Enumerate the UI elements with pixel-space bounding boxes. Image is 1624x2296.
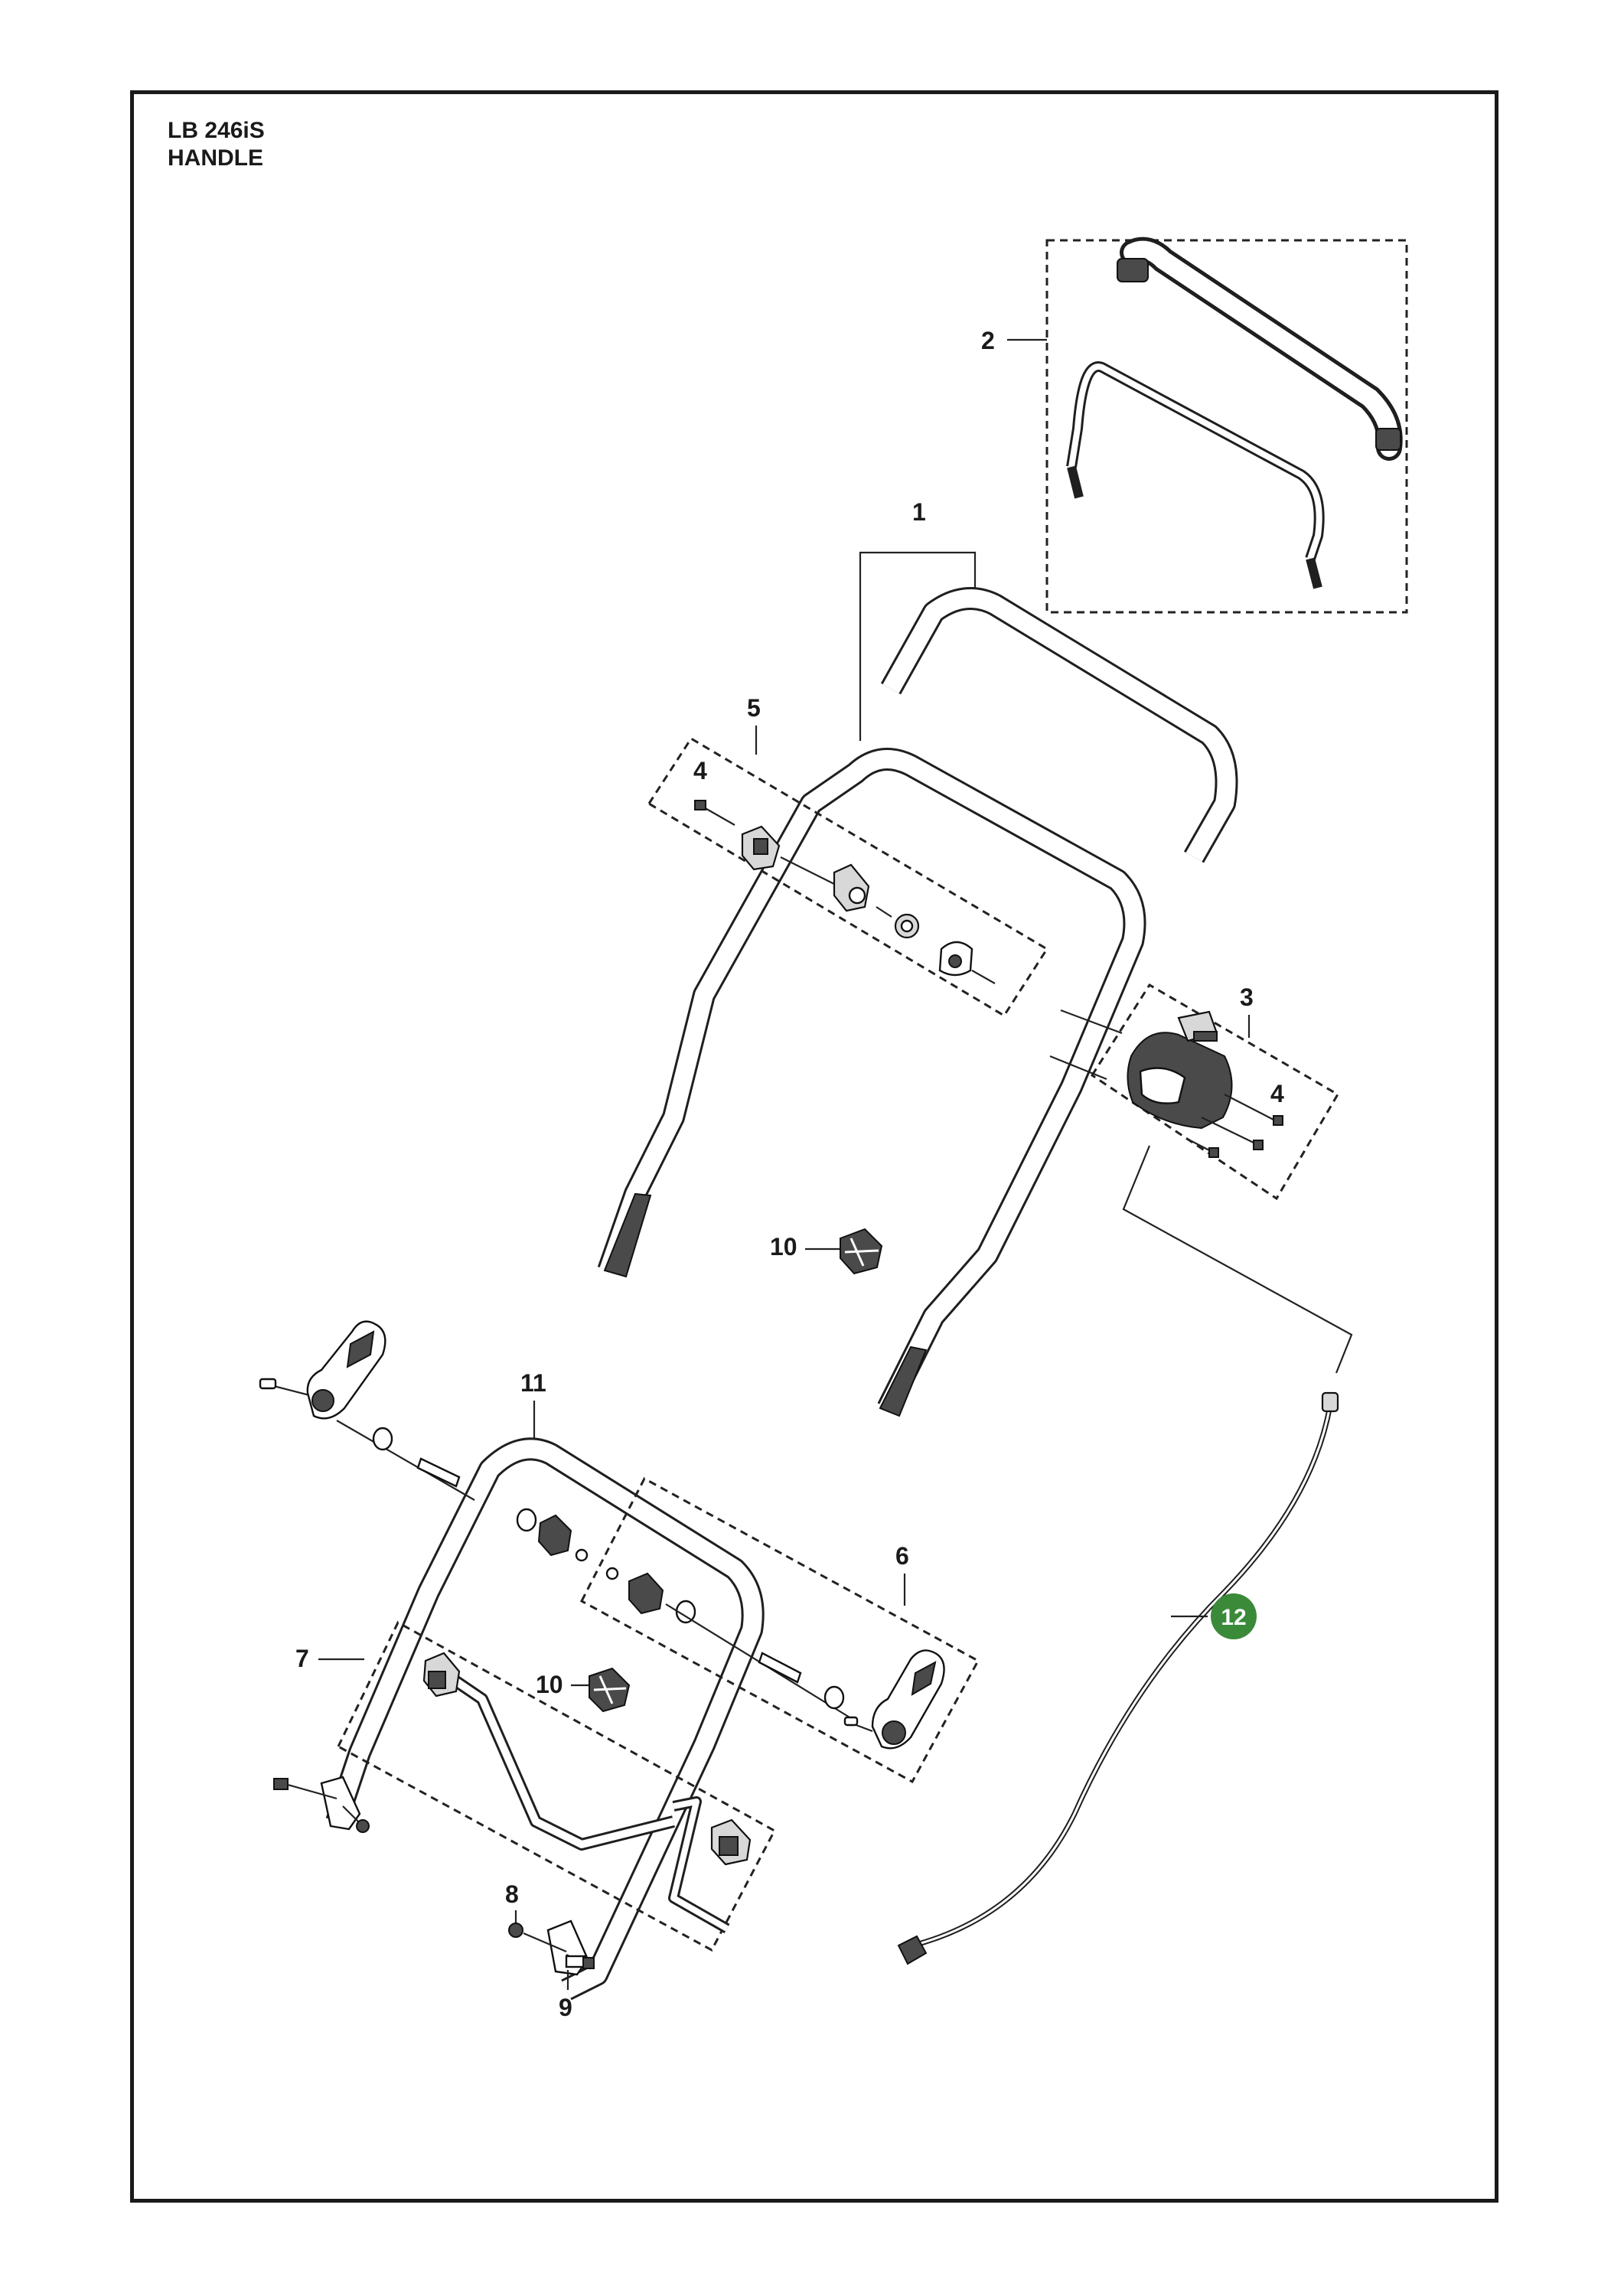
clamp-cap bbox=[938, 941, 996, 984]
group-box-6 bbox=[579, 1476, 980, 1784]
clamp-block bbox=[741, 825, 781, 871]
callout-11: 11 bbox=[520, 1369, 546, 1397]
quick-release-lever-left bbox=[259, 1320, 386, 1420]
group-box-2 bbox=[1045, 239, 1408, 614]
callout-5: 5 bbox=[747, 694, 761, 722]
control-bolt-line-b bbox=[1049, 1055, 1107, 1081]
callout-6: 6 bbox=[895, 1542, 909, 1570]
bolt-right bbox=[758, 1652, 802, 1684]
top-grip-cover bbox=[1117, 236, 1403, 461]
section-title: HANDLE bbox=[168, 145, 263, 171]
callout-12: 12 bbox=[1221, 1605, 1246, 1630]
callout-12-badge: 12 bbox=[1211, 1593, 1257, 1639]
upper-handle-tube bbox=[880, 587, 1238, 863]
callout-2: 2 bbox=[981, 327, 995, 354]
washer-left bbox=[372, 1427, 393, 1451]
callout-10-lower: 10 bbox=[536, 1671, 563, 1698]
bracket-clip-right bbox=[710, 1818, 752, 1866]
leader-1 bbox=[859, 551, 977, 741]
quick-release-lever-right bbox=[843, 1649, 945, 1750]
control-box-housing bbox=[1127, 1010, 1233, 1130]
clamp-knob bbox=[833, 863, 870, 912]
lower-bracket-bar bbox=[440, 1668, 730, 1934]
callout-10-upper: 10 bbox=[770, 1233, 797, 1261]
lever-axis-left bbox=[336, 1420, 475, 1501]
lower-handle-frame bbox=[320, 1437, 765, 2001]
clamp-nut bbox=[876, 906, 920, 939]
callout-4-upper: 4 bbox=[693, 757, 707, 784]
clamp-screw bbox=[694, 800, 735, 826]
control-bolt-line-a bbox=[1060, 1009, 1123, 1035]
cable-clip-lower bbox=[589, 1667, 631, 1713]
highlight-badge bbox=[1211, 1593, 1257, 1639]
leader-3-to-cable bbox=[1122, 1145, 1353, 1374]
bracket-clip-left bbox=[422, 1652, 461, 1698]
knob-left bbox=[516, 1508, 589, 1562]
callout-9: 9 bbox=[559, 1994, 572, 2021]
clamp-axis bbox=[780, 856, 843, 889]
mounting-bolt-left bbox=[273, 1778, 370, 1833]
knob-right bbox=[605, 1567, 696, 1624]
cable-clip-upper bbox=[840, 1228, 883, 1275]
callout-3: 3 bbox=[1240, 983, 1254, 1011]
callout-1: 1 bbox=[912, 498, 926, 526]
group-box-5 bbox=[647, 736, 1049, 1018]
nut-8 bbox=[508, 1923, 567, 1953]
callout-4-right: 4 bbox=[1270, 1080, 1284, 1107]
cable-harness bbox=[897, 1391, 1339, 1965]
model-title: LB 246iS bbox=[168, 118, 265, 143]
drawing-frame: LB 246iS HANDLE bbox=[130, 90, 1498, 2203]
washer-right bbox=[823, 1685, 845, 1710]
group-box-3 bbox=[1090, 983, 1340, 1201]
bolt-9 bbox=[565, 1954, 595, 1969]
group-box-7 bbox=[337, 1620, 777, 1952]
control-screws bbox=[1189, 1094, 1283, 1158]
callout-7: 7 bbox=[295, 1645, 309, 1672]
bolt-left bbox=[416, 1457, 461, 1488]
callout-8: 8 bbox=[505, 1880, 519, 1908]
middle-handle-frame bbox=[597, 748, 1146, 1417]
top-grip-bar bbox=[1066, 361, 1325, 589]
